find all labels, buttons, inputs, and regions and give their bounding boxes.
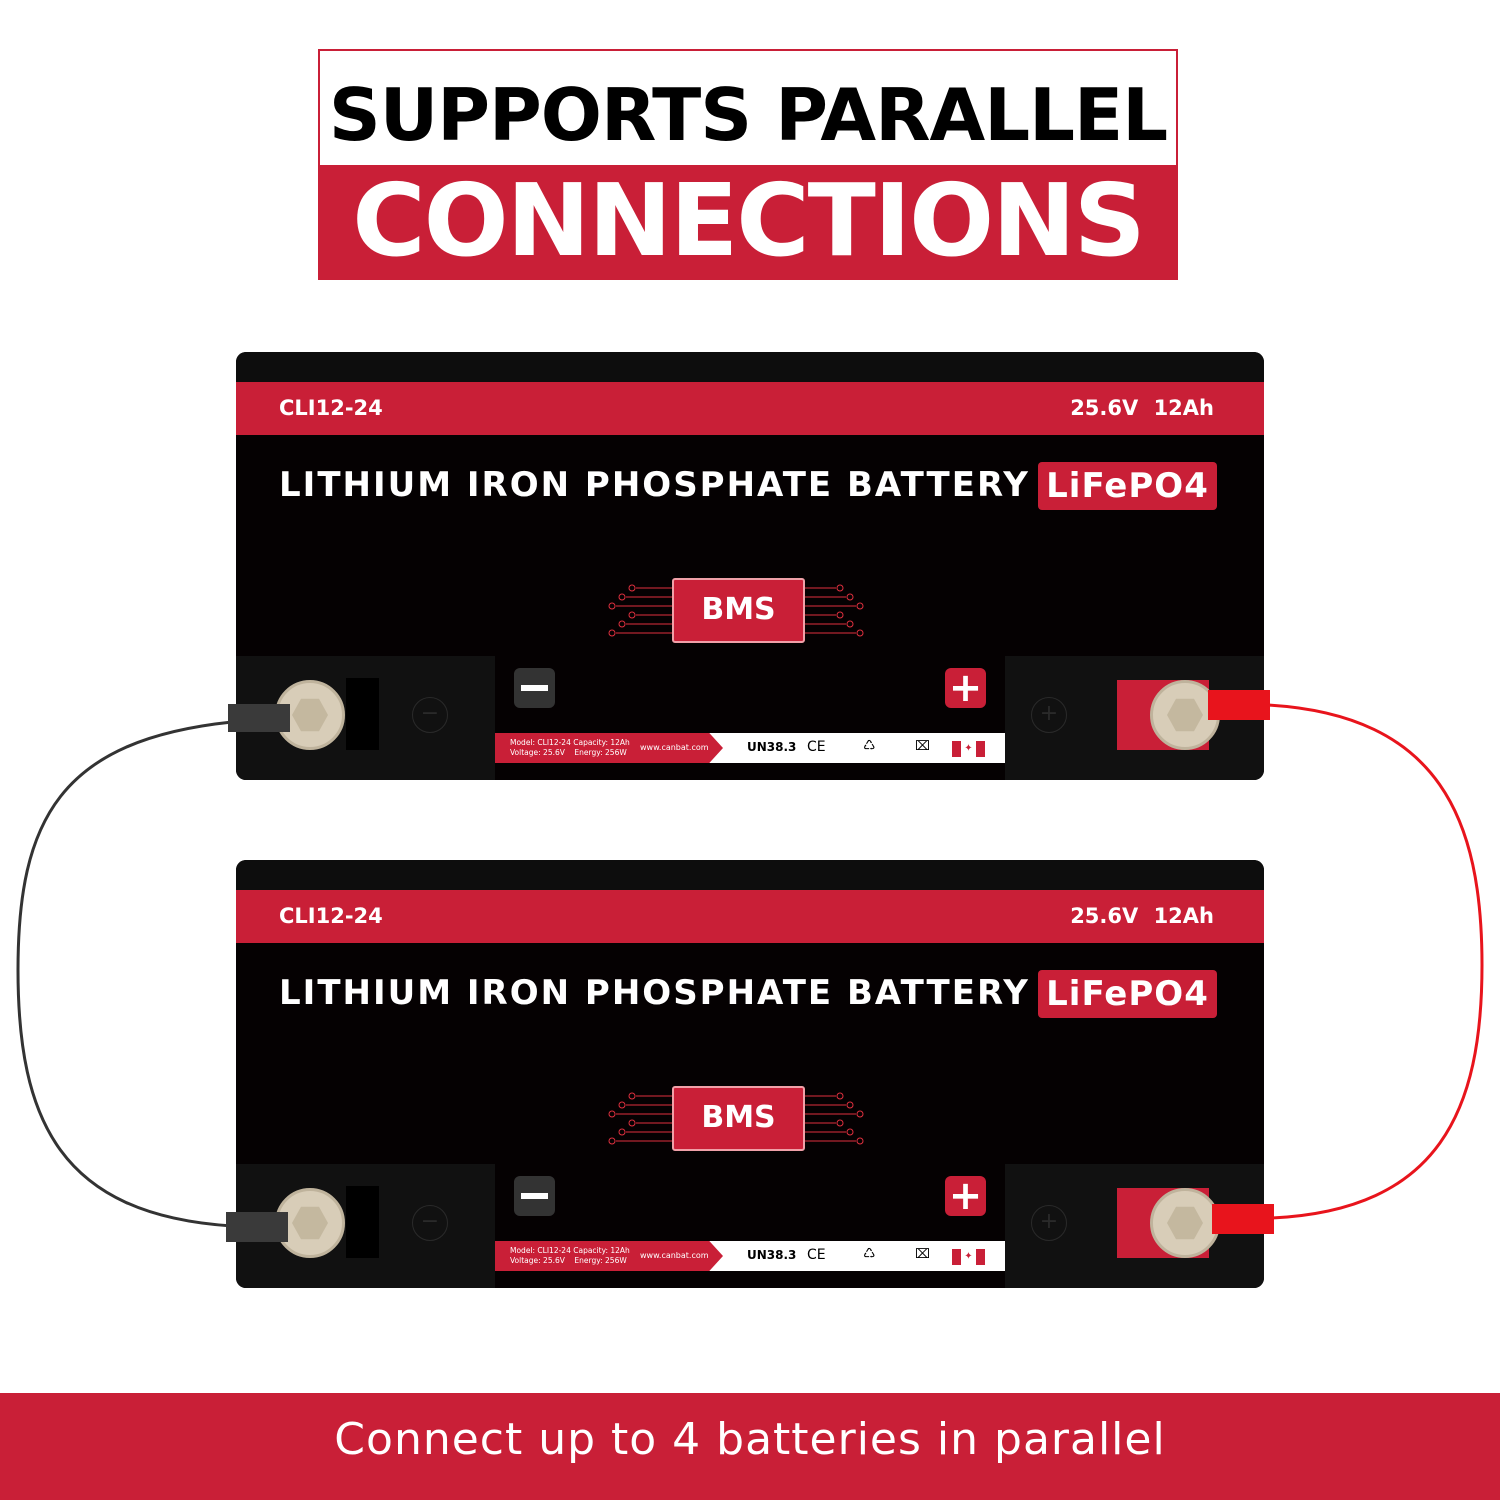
plus-icon: + [945, 1176, 986, 1216]
headline-red-band: CONNECTIONS [320, 165, 1176, 278]
minus-embossed-icon: − [412, 1205, 448, 1241]
battery-top-band: CLI12-24 25.6V 12Ah [236, 890, 1264, 943]
positive-cable [1267, 703, 1484, 1220]
battery-1: CLI12-24 25.6V 12Ah LITHIUM IRON PHOSPHAT… [236, 352, 1264, 780]
positive-cable-lug-top [1208, 690, 1270, 720]
chemistry-badge: LiFePO4 [1038, 970, 1217, 1018]
hex-bolt-icon [292, 698, 328, 732]
battery-lid [236, 860, 1264, 890]
headline-line2: CONNECTIONS [352, 162, 1146, 279]
certification-text: UN38.3 [747, 1248, 797, 1262]
negative-terminal-base [346, 678, 379, 750]
spec-label-red: Model: CLI12-24 Capacity: 12Ah Voltage: … [495, 1241, 723, 1271]
plus-embossed-icon: + [1031, 697, 1067, 733]
footer-banner: Connect up to 4 batteries in parallel [0, 1393, 1500, 1500]
circuit-icon [608, 1092, 864, 1145]
website-text: www.canbat.com [640, 743, 709, 752]
bms-chip-icon: BMS [672, 578, 805, 643]
battery-2: CLI12-24 25.6V 12Ah LITHIUM IRON PHOSPHAT… [236, 860, 1264, 1288]
battery-lid [236, 352, 1264, 382]
ce-mark-icon: CE [807, 1247, 826, 1263]
positive-cable-lug-bottom [1212, 1204, 1274, 1234]
bms-chip-icon: BMS [672, 1086, 805, 1151]
website-text: www.canbat.com [640, 1251, 709, 1260]
minus-embossed-icon: − [412, 697, 448, 733]
certification-text: UN38.3 [747, 740, 797, 754]
voltage-capacity: 25.6V 12Ah [1070, 396, 1214, 420]
ce-mark-icon: CE [807, 739, 826, 755]
spec-label-strip: Model: CLI12-24 Capacity: 12Ah Voltage: … [495, 733, 1005, 763]
plus-embossed-icon: + [1031, 1205, 1067, 1241]
headline-box: SUPPORTS PARALLEL CONNECTIONS [318, 49, 1178, 280]
model-number: CLI12-24 [279, 904, 383, 928]
battery-title: LITHIUM IRON PHOSPHATE BATTERY [279, 465, 1030, 505]
spec-text: Model: CLI12-24 Capacity: 12Ah Voltage: … [510, 1246, 630, 1265]
negative-cable-lug-bottom [226, 1212, 288, 1242]
canada-flag-icon: ✦ [952, 741, 985, 757]
negative-cable-lug-top [228, 704, 290, 732]
hex-bolt-icon [1167, 698, 1203, 732]
circuit-icon [608, 584, 864, 637]
weee-bin-icon: ⌧ [915, 1247, 930, 1262]
plus-icon: + [945, 668, 986, 708]
footer-text: Connect up to 4 batteries in parallel [334, 1414, 1166, 1465]
spec-label-strip: Model: CLI12-24 Capacity: 12Ah Voltage: … [495, 1241, 1005, 1271]
spec-label-red: Model: CLI12-24 Capacity: 12Ah Voltage: … [495, 733, 723, 763]
negative-cable [16, 720, 233, 1228]
battery-top-band: CLI12-24 25.6V 12Ah [236, 382, 1264, 435]
recycle-icon: ♺ [863, 1246, 876, 1262]
chemistry-badge: LiFePO4 [1038, 462, 1217, 510]
battery-title: LITHIUM IRON PHOSPHATE BATTERY [279, 973, 1030, 1013]
canada-flag-icon: ✦ [952, 1249, 985, 1265]
spec-text: Model: CLI12-24 Capacity: 12Ah Voltage: … [510, 738, 630, 757]
recycle-icon: ♺ [863, 738, 876, 754]
weee-bin-icon: ⌧ [915, 739, 930, 754]
minus-icon [514, 668, 555, 708]
headline-line1: SUPPORTS PARALLEL [328, 73, 1168, 157]
voltage-capacity: 25.6V 12Ah [1070, 904, 1214, 928]
negative-terminal-base [346, 1186, 379, 1258]
minus-icon [514, 1176, 555, 1216]
model-number: CLI12-24 [279, 396, 383, 420]
